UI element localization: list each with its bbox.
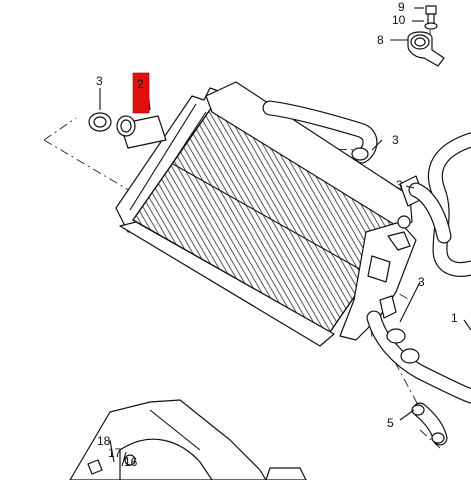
callout-3-label: 3 — [418, 275, 425, 289]
callout-5: 5 — [387, 416, 394, 430]
callout-3-lower: 3 — [418, 275, 425, 289]
clamp-bracket-assembly — [407, 5, 445, 67]
callout-1: 1 — [451, 311, 458, 325]
callout-1-label: 1 — [451, 311, 458, 325]
callout-2-highlight-box — [132, 72, 150, 114]
callout-8: 8 — [377, 33, 384, 47]
callout-3-label: 3 — [392, 133, 399, 147]
callout-3-right: 3 — [396, 178, 403, 192]
callout-10-label: 10 — [392, 13, 406, 27]
callout-16: 16 — [124, 455, 138, 469]
leader-lines — [99, 7, 471, 467]
callout-10: 10 — [392, 13, 406, 27]
callout-3-upper-left: 3 — [96, 74, 103, 88]
callout-2-highlighted: 2 — [132, 72, 150, 114]
right-coolant-hoses — [399, 132, 471, 277]
callout-2-label: 2 — [137, 77, 144, 91]
callout-18-label: 18 — [97, 434, 111, 448]
callout-5-label: 5 — [387, 416, 394, 430]
callout-18: 18 — [97, 434, 111, 448]
callout-17-label: 17 — [108, 446, 122, 460]
callout-9-label: 9 — [398, 0, 405, 14]
callout-9: 9 — [398, 0, 405, 14]
upper-right-hose — [262, 100, 378, 164]
radiator-core — [119, 81, 413, 347]
callout-3-label: 3 — [96, 74, 103, 88]
callout-3-label: 3 — [396, 178, 403, 192]
callout-3-upper-right: 3 — [392, 133, 399, 147]
upper-inlet-hose — [88, 112, 167, 149]
callout-17: 17 — [108, 446, 122, 460]
callout-8-label: 8 — [377, 33, 384, 47]
lower-outlet-hose — [366, 310, 471, 446]
lower-fan-shroud — [69, 399, 307, 480]
callout-16-label: 16 — [124, 455, 138, 469]
